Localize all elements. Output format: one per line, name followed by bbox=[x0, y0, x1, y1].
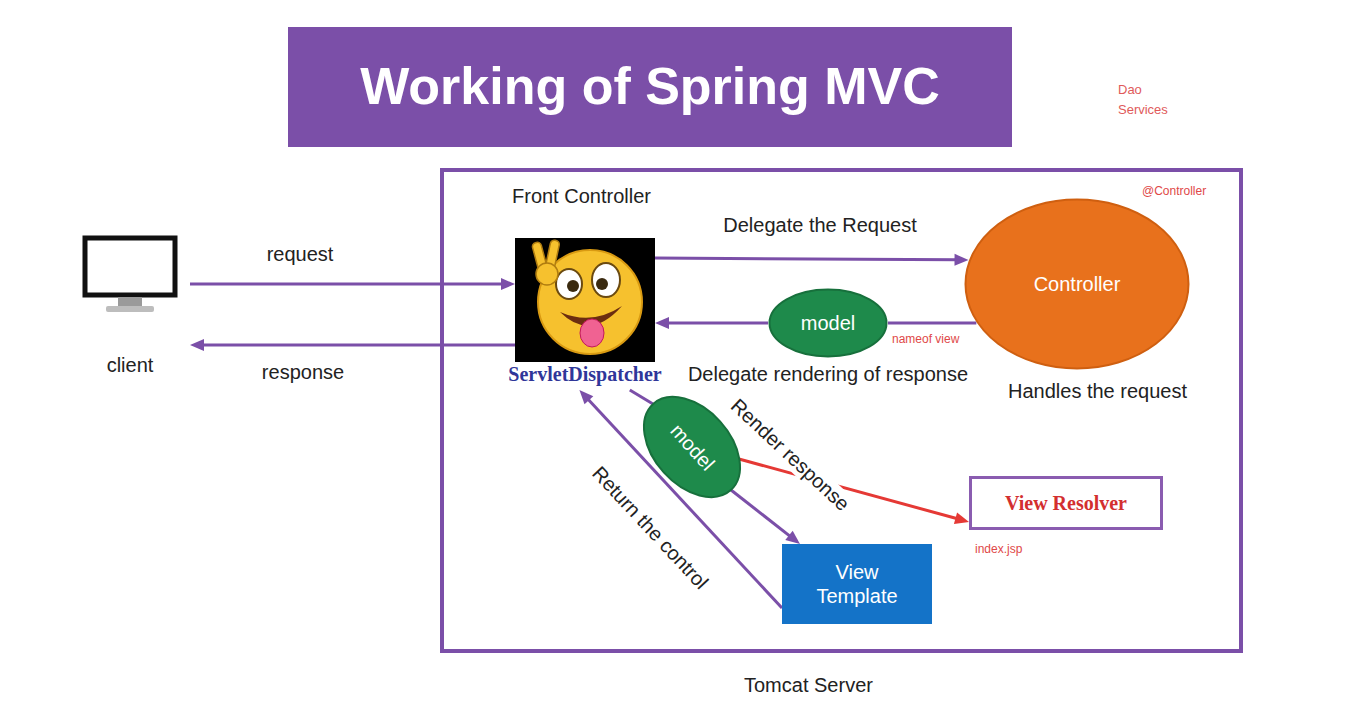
emoji-pupil bbox=[567, 280, 579, 292]
edge-label: response bbox=[259, 361, 347, 384]
monitor-neck bbox=[118, 297, 142, 307]
emoji-tongue bbox=[580, 319, 604, 347]
connector bbox=[190, 339, 515, 351]
emoji-ground bbox=[515, 238, 655, 362]
ellipse-node: @ControllerControllerHandles the request bbox=[964, 198, 1190, 370]
connector-line bbox=[739, 459, 959, 519]
edge-label: request bbox=[264, 243, 337, 266]
node-title: Controller bbox=[1034, 273, 1121, 296]
connector-line bbox=[630, 390, 653, 404]
title-text: Working of Spring MVC bbox=[360, 58, 940, 115]
connector bbox=[579, 390, 782, 608]
connector bbox=[655, 254, 969, 266]
arrow-head bbox=[954, 254, 968, 266]
connector-line bbox=[731, 490, 792, 538]
ellipse-shape bbox=[625, 378, 759, 515]
arrow-head bbox=[655, 317, 669, 329]
node-caption: Handles the request bbox=[1008, 380, 1187, 403]
icon-node: client bbox=[70, 228, 190, 388]
note-label: Front Controller bbox=[512, 185, 651, 208]
emoji-eye bbox=[592, 263, 620, 297]
box-node: View Template bbox=[782, 544, 932, 624]
emoji-pupil bbox=[596, 278, 608, 290]
note-label: Services bbox=[1118, 103, 1168, 118]
connector bbox=[888, 323, 976, 324]
edge-label: Return the control bbox=[585, 460, 714, 596]
note-label: nameof view bbox=[892, 333, 959, 347]
node-caption: Tomcat Server bbox=[744, 674, 873, 697]
monitor-icon bbox=[85, 238, 175, 312]
arrow-head bbox=[954, 512, 969, 524]
node-title: View Template bbox=[802, 560, 912, 608]
node-title: View Resolver bbox=[1005, 492, 1127, 515]
node-caption: client bbox=[70, 354, 190, 377]
arrow-head bbox=[501, 278, 515, 290]
edge-label: Delegate the Request bbox=[720, 214, 919, 237]
monitor-screen bbox=[85, 238, 175, 295]
connector-line bbox=[888, 322, 976, 325]
box-node: View Resolver bbox=[969, 476, 1163, 530]
ellipse-shape bbox=[966, 200, 1189, 369]
arrow-head bbox=[579, 390, 593, 404]
note-label: Dao bbox=[1118, 83, 1142, 98]
title-banner: Working of Spring MVC bbox=[288, 27, 1012, 147]
edge-label: Render response bbox=[724, 392, 856, 518]
arrow-head bbox=[785, 531, 800, 544]
monitor-base bbox=[106, 306, 154, 312]
box-node: Tomcat ServerServletDispatcher@Controlle… bbox=[440, 168, 1243, 653]
arrow-head bbox=[190, 339, 204, 351]
connector bbox=[190, 278, 515, 290]
emoji-palm bbox=[536, 263, 558, 285]
emoji-picture bbox=[515, 238, 655, 362]
ellipse-node: model bbox=[768, 288, 888, 358]
connector-line bbox=[586, 397, 782, 608]
connector bbox=[739, 459, 969, 524]
emoji-eye bbox=[556, 269, 582, 299]
ellipse-shape bbox=[770, 290, 887, 357]
edge-label: Delegate rendering of response bbox=[685, 363, 971, 386]
node-title: model bbox=[801, 312, 855, 335]
connector-line bbox=[190, 283, 505, 286]
node-caption: @Controller bbox=[1142, 185, 1206, 199]
connector bbox=[630, 390, 653, 404]
connector bbox=[655, 317, 768, 329]
connector-line bbox=[200, 343, 515, 346]
ellipse-node: model bbox=[638, 395, 746, 499]
icon-node: ServletDispatcher bbox=[515, 238, 655, 390]
connector-line bbox=[665, 321, 768, 324]
node-caption: ServletDispatcher bbox=[508, 363, 661, 386]
connector-line bbox=[655, 258, 959, 260]
connector bbox=[731, 490, 800, 544]
note-label: index.jsp bbox=[975, 543, 1022, 557]
